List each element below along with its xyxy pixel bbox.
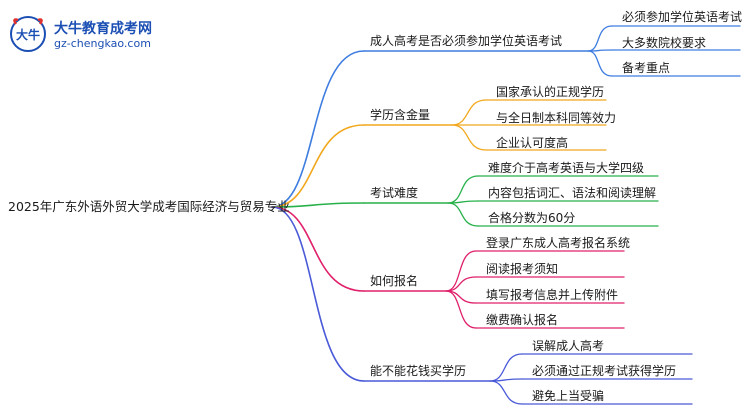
root-topic: 2025年广东外语外贸大学成考国际经济与贸易专业	[8, 199, 290, 214]
branch-connector	[271, 206, 365, 382]
leaf-exam-content: 内容包括词汇、语法和阅读理解	[488, 186, 657, 200]
branch-exam-difficulty: 考试难度	[370, 186, 419, 200]
leaf-exam-prep-focus: 备考重点	[622, 61, 671, 75]
branch-how-to-register: 如何报名	[370, 274, 419, 288]
leaf-misunderstand: 误解成人高考	[532, 339, 605, 353]
leaf-employer-recognition: 企业认可度高	[496, 136, 569, 150]
branch-connector	[271, 124, 365, 208]
leaf-connector	[489, 380, 523, 405]
leaf-recognized-degree: 国家承认的正规学历	[496, 85, 605, 99]
leaf-connector	[587, 50, 613, 77]
site-logo[interactable]: 大牛 大牛教育成考网 gz-chengkao.com	[8, 14, 178, 54]
leaf-connector	[445, 290, 477, 329]
leaf-must-pass-exam: 必须通过正规考试获得学历	[532, 364, 677, 378]
logo-mark-text: 大牛	[16, 27, 40, 42]
leaf-equal-effect: 与全日制本科同等效力	[496, 111, 617, 125]
leaf-passing-score: 合格分数为60分	[488, 211, 576, 225]
logo-url: gz-chengkao.com	[54, 37, 151, 50]
branch-degree-value: 学历含金量	[370, 108, 431, 122]
branch-connector	[271, 202, 365, 208]
leaf-fill-info-upload: 填写报考信息并上传附件	[486, 288, 619, 302]
branch-connector	[271, 206, 365, 292]
leaf-connector	[451, 124, 487, 151]
branch-english-requirement: 成人高考是否必须参加学位英语考试	[370, 34, 563, 48]
logo-title: 大牛教育成考网	[54, 21, 152, 37]
leaf-connector	[447, 202, 479, 227]
leaf-connector	[489, 353, 523, 382]
leaf-connector	[451, 99, 487, 126]
leaf-login-system: 登录广东成人高考报名系统	[486, 236, 631, 250]
leaf-pay-confirm: 缴费确认报名	[486, 313, 559, 327]
leaf-connector	[445, 276, 477, 292]
leaf-connector	[587, 25, 613, 52]
branch-connector	[271, 50, 365, 208]
leaf-connector	[447, 175, 479, 204]
branch-buy-degree: 能不能花钱买学历	[370, 364, 467, 378]
leaf-avoid-scam: 避免上当受骗	[532, 389, 605, 403]
leaf-connector	[445, 250, 477, 292]
leaf-must-take-english: 必须参加学位英语考试	[622, 10, 743, 24]
leaf-difficulty-level: 难度介于高考英语与大学四级	[488, 161, 645, 175]
bull-logo-icon: 大牛	[10, 16, 46, 52]
leaf-most-schools-require: 大多数院校要求	[622, 36, 707, 50]
leaf-read-notice: 阅读报考须知	[486, 262, 559, 276]
